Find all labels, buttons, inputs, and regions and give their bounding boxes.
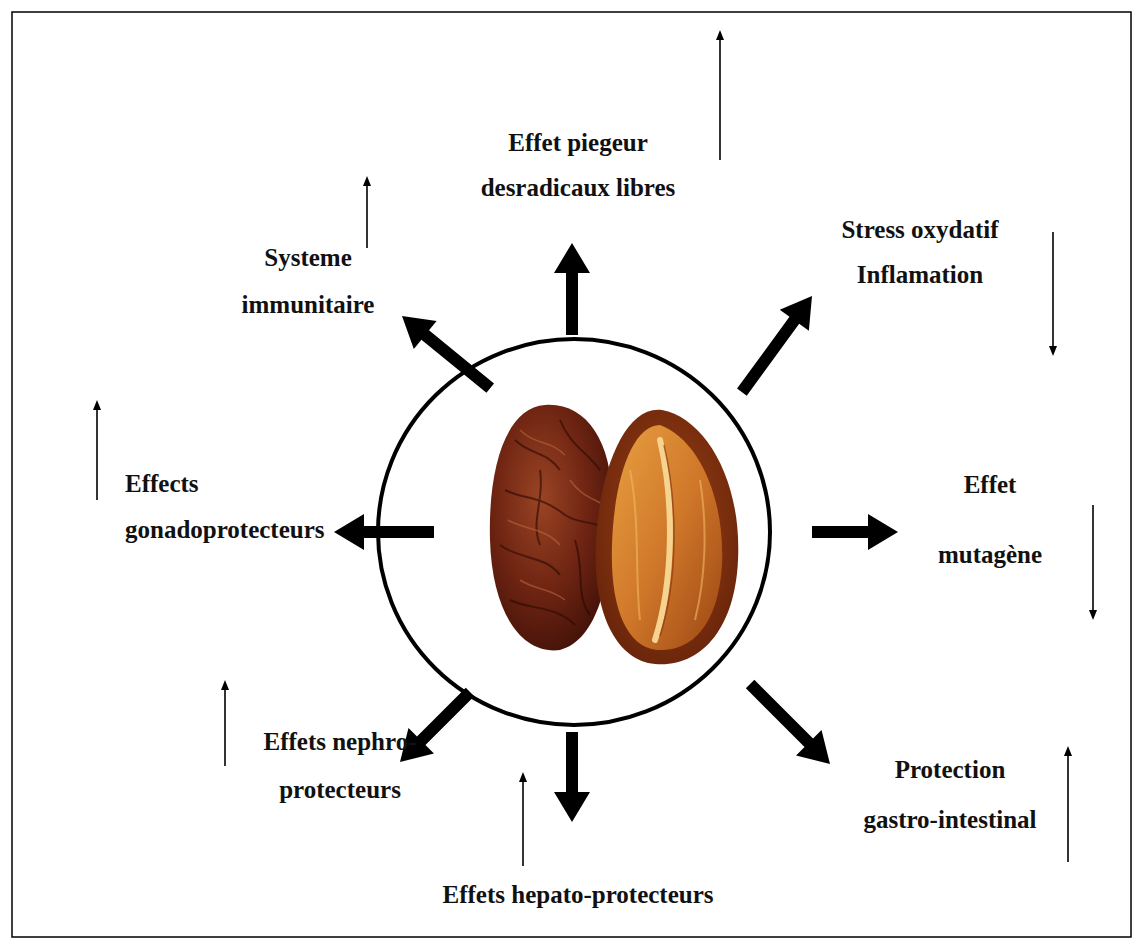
center-circle (378, 339, 770, 725)
frame (12, 12, 1131, 937)
effect-label: Effets nephro-protecteurs (235, 718, 445, 814)
effect-label: Effet mutagène (936, 450, 1045, 590)
effect-label: Protection gastro-intestinal (861, 745, 1039, 845)
effect-label: Effet piegeur desradicaux libres (479, 120, 678, 210)
effect-label: Stress oxydatif Inflamation (839, 207, 1001, 297)
thick-arrows (334, 243, 898, 822)
effect-label: Systeme immunitaire (240, 234, 377, 328)
dates-picture (490, 405, 738, 664)
effect-label: Effects gonadoprotecteurs (125, 461, 329, 553)
effect-label: Effets hepato-protecteurs (441, 878, 716, 912)
trend-arrows (93, 30, 1097, 866)
